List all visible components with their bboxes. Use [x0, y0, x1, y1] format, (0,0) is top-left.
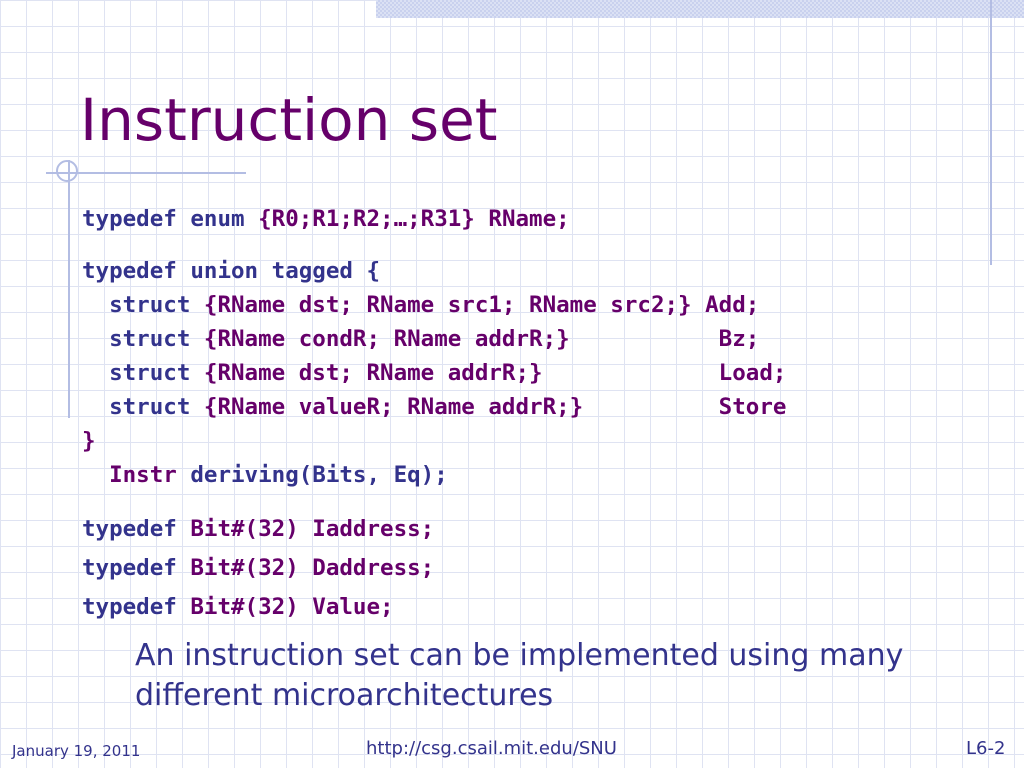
left-decorative-line	[68, 160, 70, 418]
slide-note: An instruction set can be implemented us…	[135, 638, 904, 713]
footer-page-number: L6-2	[966, 738, 1006, 759]
code-keyword: typedef enum	[82, 206, 259, 232]
code-line: typedef Bit#(32) Iaddress;	[82, 510, 434, 549]
code-text: Bit#(32) Value;	[190, 594, 394, 620]
code-keyword: Instr	[82, 462, 191, 488]
code-line: struct {RName dst; RName src1; RName src…	[82, 288, 786, 322]
footer-url: http://csg.csail.mit.edu/SNU	[366, 738, 617, 759]
code-line: struct {RName valueR; RName addrR;} Stor…	[82, 390, 786, 424]
code-block-enum: typedef enum {R0;R1;R2;…;R31} RName;	[82, 202, 570, 236]
code-text: {R0;R1;R2;…;R31} RName;	[258, 206, 570, 232]
code-text: {RName dst; RName src1; RName src2;} Add…	[203, 292, 760, 318]
code-keyword: struct	[82, 292, 204, 318]
title-underline	[46, 172, 246, 174]
slide-title: Instruction set	[80, 86, 498, 154]
code-text: Bit#(32) Daddress;	[190, 555, 435, 581]
crosshair-icon	[56, 160, 78, 182]
code-keyword: typedef	[82, 555, 191, 581]
code-text: deriving(Bits, Eq);	[190, 462, 448, 488]
code-line: }	[82, 428, 96, 454]
code-text: Bit#(32) Iaddress;	[190, 516, 435, 542]
code-text: {RName dst; RName addrR;} Load;	[203, 360, 787, 386]
footer-date: January 19, 2011	[12, 742, 141, 760]
code-keyword: struct	[82, 394, 204, 420]
code-line: typedef union tagged {	[82, 258, 381, 284]
code-block-union: typedef union tagged { struct {RName dst…	[82, 254, 786, 492]
code-line: struct {RName condR; RName addrR;} Bz;	[82, 322, 786, 356]
code-keyword: typedef	[82, 516, 191, 542]
code-keyword: struct	[82, 360, 204, 386]
code-keyword: typedef	[82, 594, 191, 620]
code-line: typedef Bit#(32) Value;	[82, 588, 434, 627]
right-decorative-line	[990, 0, 992, 265]
code-line: struct {RName dst; RName addrR;} Load;	[82, 356, 786, 390]
top-decorative-band	[376, 0, 1024, 18]
code-text: {RName condR; RName addrR;} Bz;	[203, 326, 760, 352]
code-text: {RName valueR; RName addrR;} Store	[203, 394, 787, 420]
code-block-typedefs: typedef Bit#(32) Iaddress;typedef Bit#(3…	[82, 510, 434, 627]
code-line: Instr deriving(Bits, Eq);	[82, 458, 786, 492]
code-line: typedef Bit#(32) Daddress;	[82, 549, 434, 588]
code-keyword: struct	[82, 326, 204, 352]
